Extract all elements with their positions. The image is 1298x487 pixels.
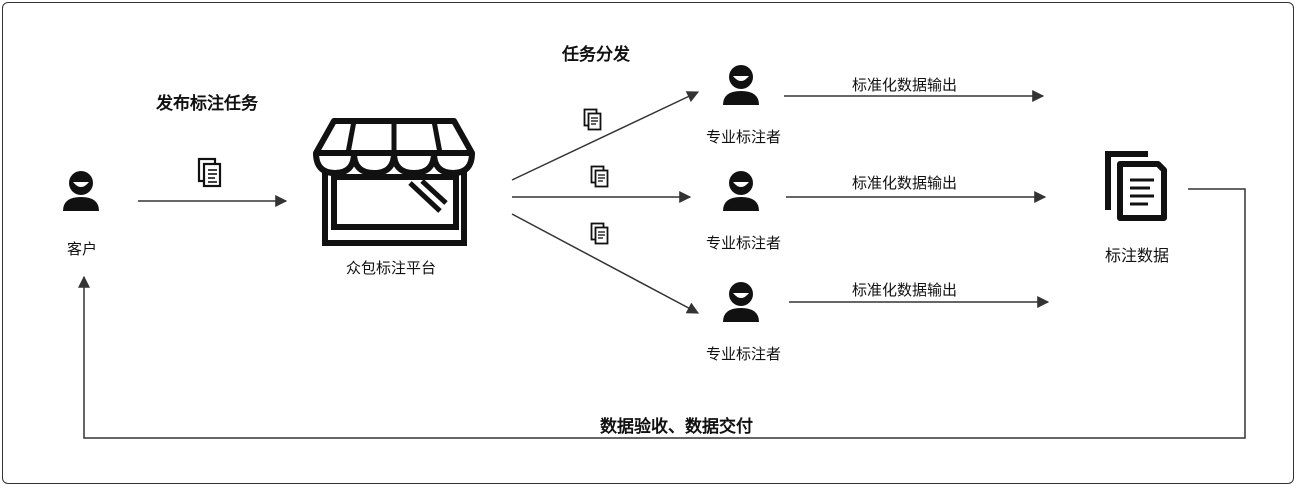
platform-label: 众包标注平台 [346,259,437,277]
arrow-platform-to-annotator-3 [511,213,700,314]
storefront-icon [313,118,475,246]
document-icon [590,222,609,245]
arrow-feedback-to-customer [78,188,1246,439]
publish-task-title: 发布标注任务 [156,94,258,114]
document-icon [583,108,602,131]
document-icon [197,157,222,188]
customer-person-icon [63,171,99,211]
annotator-person-icon [723,171,759,211]
annotator-person-icon [723,282,759,322]
feedback-title: 数据验收、数据交付 [600,417,753,437]
output-label: 标准化数据输出 [852,76,958,94]
labeled-data-label: 标注数据 [1105,246,1170,265]
data-files-icon [1105,151,1167,221]
document-icon [590,165,609,188]
annotator-label: 专业标注者 [706,345,782,363]
annotator-label: 专业标注者 [706,234,782,252]
annotator-person-icon [723,65,759,105]
arrow-platform-to-annotator-1 [511,91,700,181]
output-label: 标准化数据输出 [852,174,958,192]
annotator-label: 专业标注者 [706,128,782,146]
customer-label: 客户 [67,240,98,258]
output-label: 标准化数据输出 [852,281,958,299]
distribute-title: 任务分发 [562,45,630,65]
